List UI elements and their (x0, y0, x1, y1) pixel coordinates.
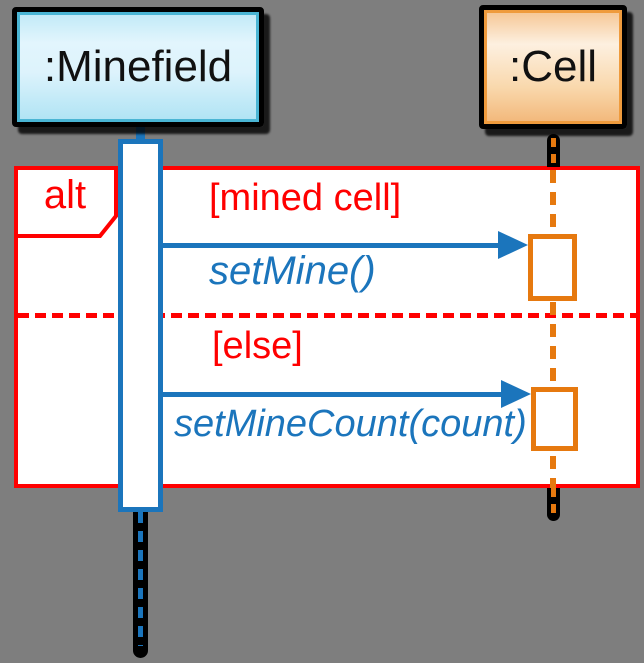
message-label-setminecount: setMineCount(count) (174, 403, 527, 445)
cell-lifeline-stub-top (547, 134, 560, 167)
minefield-lifeline-dash (138, 512, 143, 646)
cell-activation-box-1 (528, 234, 577, 301)
arrowhead-icon (501, 380, 531, 408)
lifeline-head-cell: :Cell (479, 5, 627, 129)
lifeline-head-minefield: :Minefield (12, 7, 264, 127)
cell-activation-box-2 (531, 387, 578, 451)
message-label-setmine: setMine() (209, 249, 376, 293)
message-arrow-setminecount (163, 392, 503, 397)
cell-lifeline-dash (551, 488, 556, 514)
message-arrow-setmine (163, 243, 500, 248)
guard-mined-cell: [mined cell] (209, 177, 402, 219)
alt-operand-divider (18, 313, 636, 318)
cell-lifeline-dashed (550, 170, 556, 488)
minefield-lifeline-stub (136, 122, 145, 142)
cell-label: :Cell (508, 42, 598, 91)
minefield-activation-bar (118, 139, 163, 512)
alt-operator-pentagon (14, 166, 118, 238)
minefield-label: :Minefield (43, 42, 233, 91)
cell-lifeline-stub-bottom (547, 488, 560, 521)
minefield-lifeline-tail (133, 512, 148, 658)
arrowhead-icon (498, 231, 528, 259)
alt-operator-label: alt (43, 173, 87, 217)
cell-lifeline-dash (551, 138, 556, 167)
guard-else: [else] (212, 325, 303, 367)
